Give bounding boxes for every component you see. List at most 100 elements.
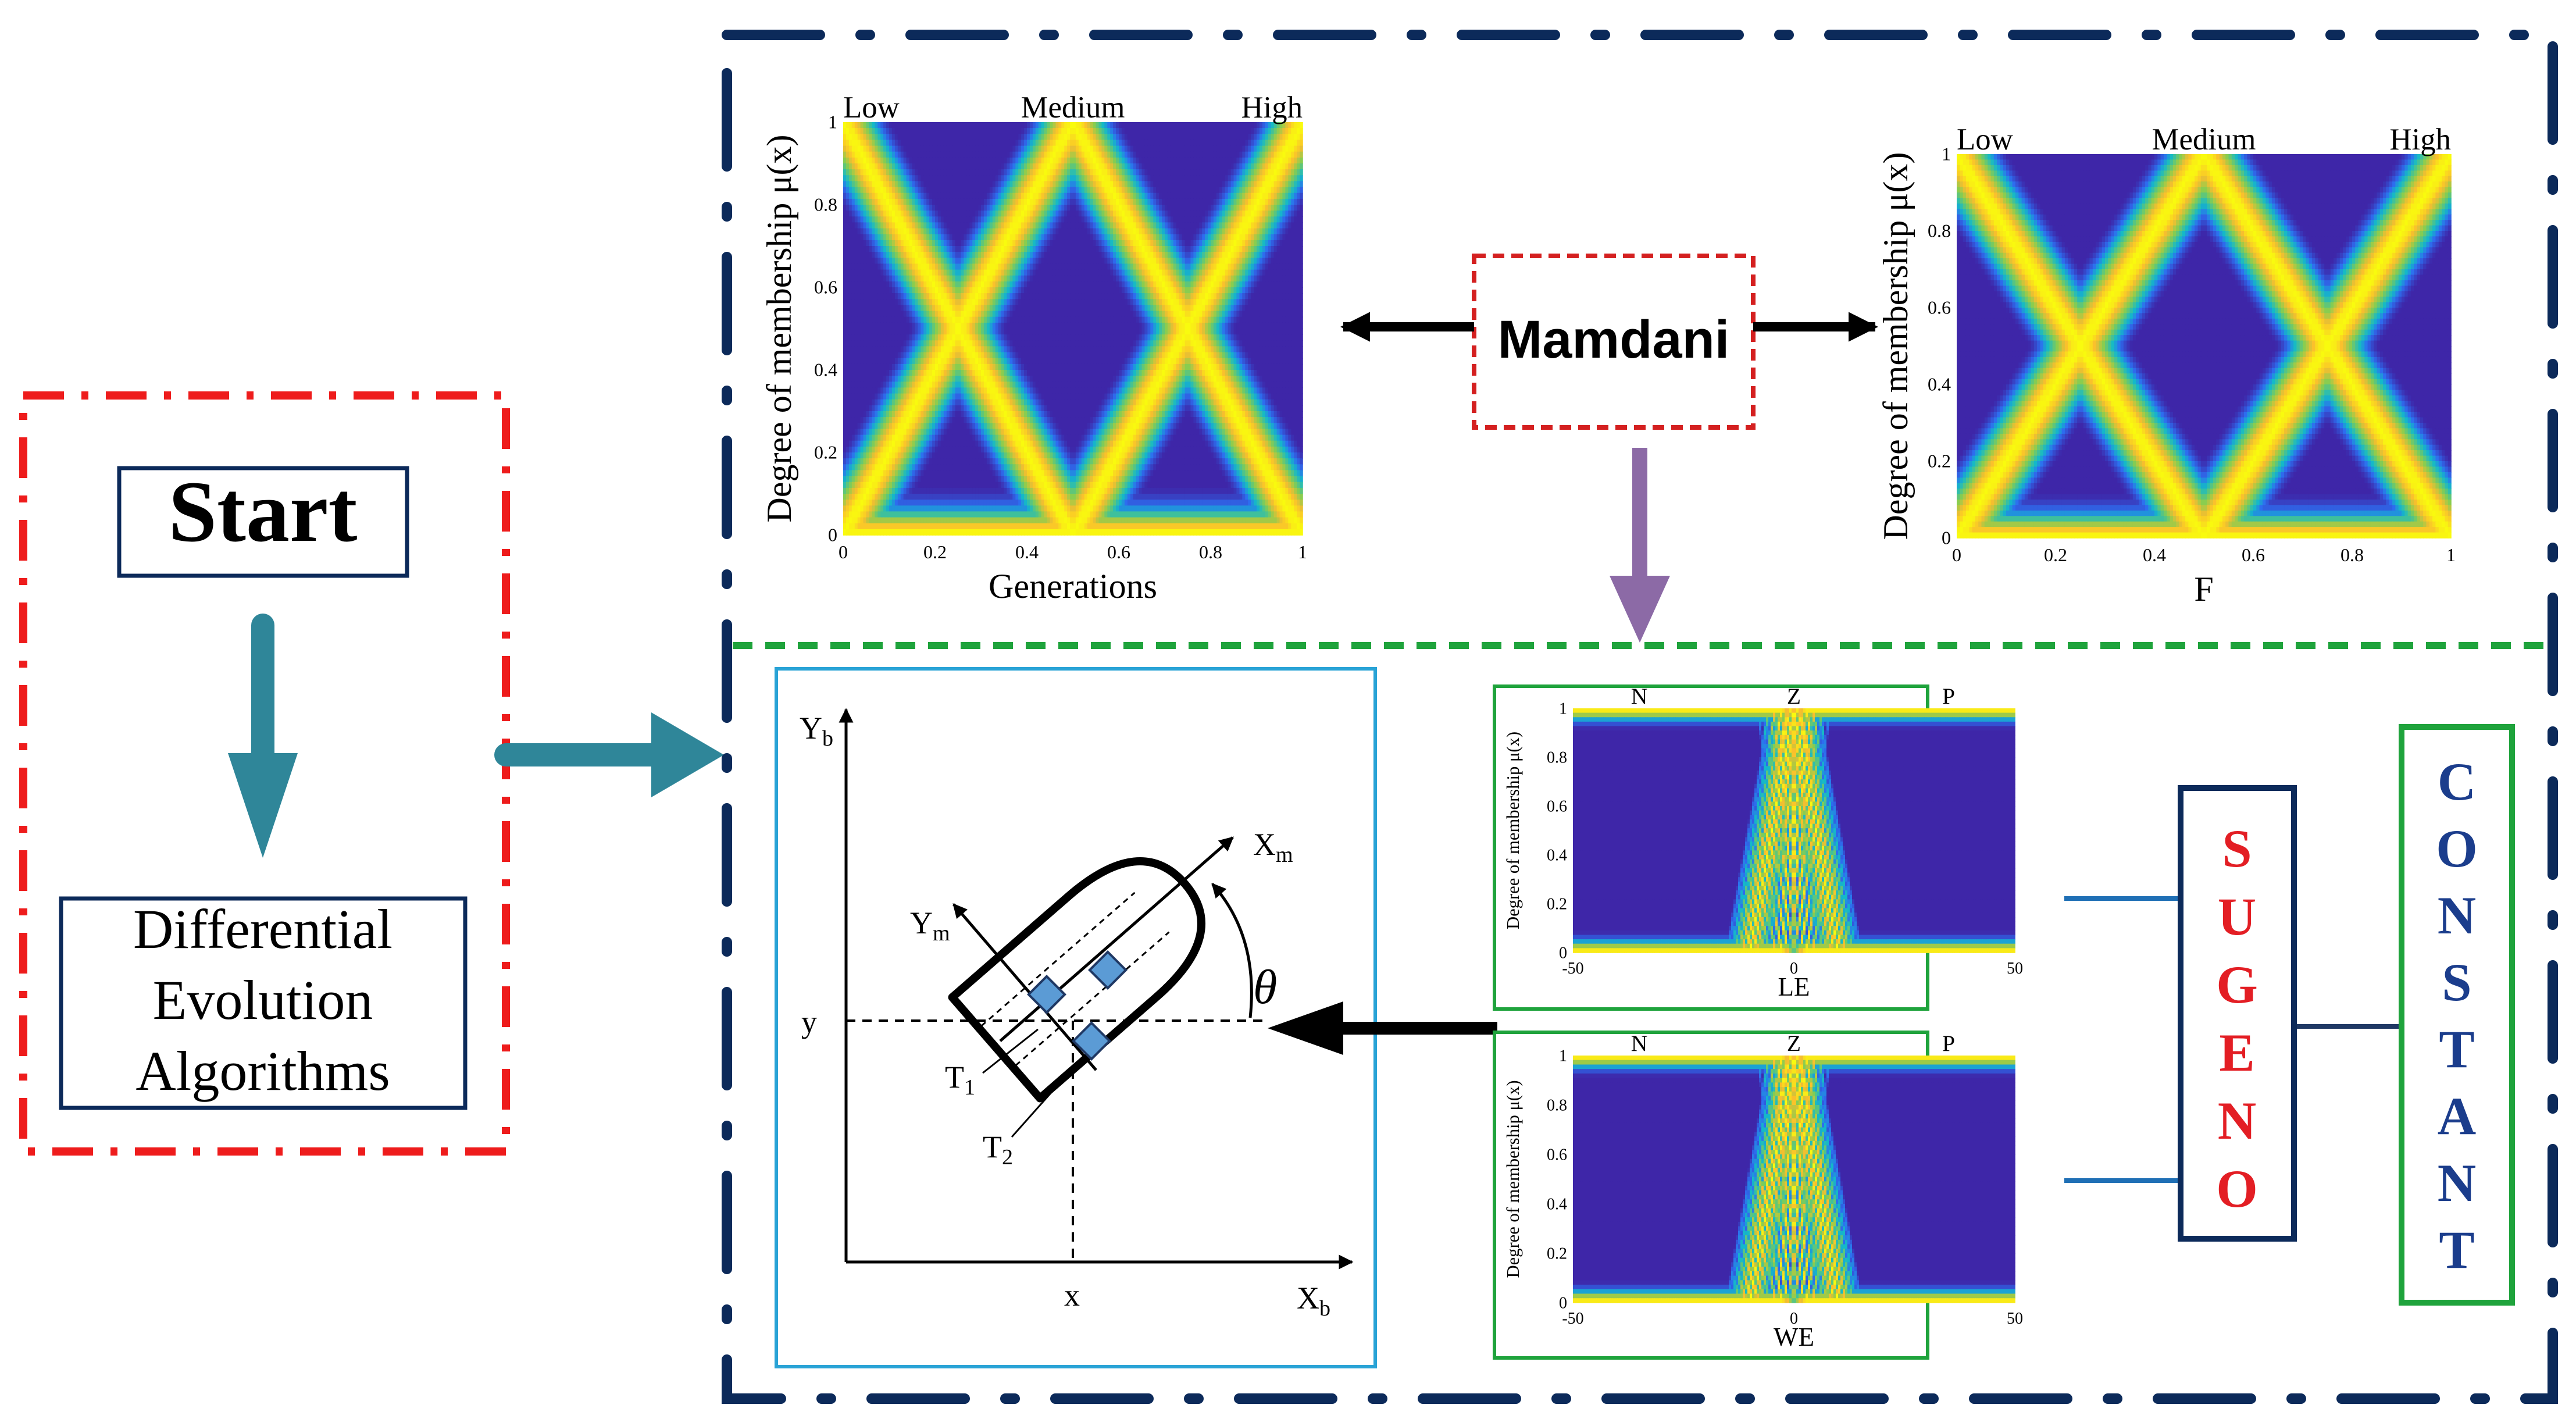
- heatmap-cell: [1259, 134, 1263, 141]
- heatmap-cell: [1208, 145, 1211, 152]
- heatmap-cell: [1219, 211, 1223, 217]
- heatmap-cell: [1116, 169, 1119, 176]
- heatmap-cell: [872, 151, 876, 158]
- heatmap-cell: [949, 145, 953, 152]
- heatmap-cell: [854, 169, 858, 176]
- heatmap-cell: [872, 234, 876, 241]
- heatmap-cell: [845, 305, 850, 312]
- heatmap-cell: [1219, 228, 1223, 235]
- heatmap-cell: [1133, 211, 1137, 217]
- heatmap-cell: [1233, 211, 1237, 217]
- heatmap-cell: [946, 258, 950, 265]
- heatmap-cell: [1012, 157, 1016, 164]
- heatmap-cell: [1139, 252, 1143, 258]
- heatmap-cell: [1205, 287, 1208, 294]
- heatmap-cell: [935, 181, 939, 188]
- heatmap-cell: [1182, 181, 1186, 188]
- heatmap-cell: [989, 187, 993, 194]
- heatmap-cell: [981, 122, 984, 129]
- heatmap-cell: [1265, 192, 1269, 199]
- heatmap-cell: [937, 198, 941, 205]
- heatmap-cell: [964, 205, 968, 211]
- heatmap-cell: [1038, 293, 1042, 300]
- heatmap-cell: [995, 140, 999, 147]
- heatmap-cell: [886, 293, 890, 300]
- heatmap-cell: [860, 234, 864, 241]
- heatmap-cell: [1004, 211, 1008, 217]
- heatmap-cell: [891, 122, 895, 129]
- heatmap-cell: [1182, 205, 1186, 211]
- heatmap-cell: [1130, 157, 1134, 164]
- heatmap-cell: [1262, 198, 1266, 205]
- heatmap-cell: [863, 258, 867, 265]
- heatmap-cell: [1141, 234, 1146, 241]
- heatmap-cell: [926, 198, 930, 205]
- heatmap-cell: [1193, 222, 1197, 229]
- heatmap-cell: [1219, 252, 1223, 258]
- heatmap-cell: [1156, 275, 1159, 282]
- heatmap-cell: [935, 299, 939, 306]
- heatmap-cell: [909, 263, 913, 270]
- heatmap-cell: [875, 216, 878, 223]
- heatmap-cell: [1262, 169, 1266, 176]
- heatmap-cell: [875, 252, 878, 258]
- heatmap-cell: [915, 192, 919, 199]
- heatmap-cell: [1248, 234, 1251, 241]
- heatmap-cell: [1124, 216, 1128, 223]
- heatmap-cell: [1205, 134, 1208, 141]
- heatmap-cell: [1018, 246, 1022, 252]
- heatmap-cell: [1041, 299, 1045, 306]
- heatmap-cell: [1136, 205, 1140, 211]
- heatmap-cell: [918, 305, 922, 312]
- heatmap-cell: [909, 287, 913, 294]
- heatmap-cell: [1239, 222, 1243, 229]
- heatmap-cell: [1156, 258, 1159, 265]
- heatmap-cell: [964, 211, 968, 217]
- heatmap-cell: [981, 275, 984, 282]
- heatmap-cell: [1225, 175, 1229, 182]
- heatmap-cell: [1121, 134, 1125, 141]
- heatmap-cell: [1110, 211, 1114, 217]
- heatmap-cell: [1136, 240, 1140, 247]
- heatmap-cell: [1009, 145, 1014, 152]
- heatmap-cell: [894, 216, 898, 223]
- heatmap-cell: [1193, 122, 1197, 129]
- heatmap-cell: [955, 145, 959, 152]
- heatmap-cell: [1119, 122, 1122, 129]
- heatmap-cell: [877, 211, 881, 217]
- heatmap-cell: [969, 157, 973, 164]
- heatmap-cell: [866, 145, 870, 152]
- heatmap-cell: [1098, 252, 1103, 258]
- heatmap-cell: [1075, 187, 1079, 194]
- heatmap-cell: [1130, 151, 1134, 158]
- heatmap-cell: [1159, 281, 1162, 288]
- heatmap-cell: [1159, 263, 1162, 270]
- heatmap-cell: [1297, 252, 1300, 258]
- heatmap-cell: [1075, 205, 1079, 211]
- heatmap-cell: [1133, 128, 1137, 134]
- heatmap-cell: [1093, 205, 1097, 211]
- heatmap-cell: [1055, 163, 1059, 170]
- heatmap-cell: [1251, 211, 1254, 217]
- heatmap-cell: [1153, 246, 1157, 252]
- heatmap-cell: [1248, 163, 1251, 170]
- heatmap-cell: [1136, 151, 1140, 158]
- heatmap-cell: [949, 211, 953, 217]
- heatmap-cell: [955, 157, 959, 164]
- heatmap-cell: [1219, 216, 1223, 223]
- heatmap-cell: [1047, 252, 1051, 258]
- heatmap-cell: [854, 216, 858, 223]
- heatmap-cell: [1285, 234, 1289, 241]
- heatmap-cell: [1113, 122, 1116, 129]
- heatmap-cell: [1098, 216, 1103, 223]
- heatmap-cell: [1300, 134, 1303, 141]
- heatmap-cell: [1271, 187, 1275, 194]
- heatmap-cell: [1288, 128, 1291, 134]
- heatmap-cell: [848, 222, 852, 229]
- heatmap-cell: [889, 258, 893, 265]
- heatmap-cell: [1182, 128, 1186, 134]
- heatmap-cell: [1064, 181, 1068, 188]
- heatmap-cell: [1173, 234, 1177, 241]
- heatmap-cell: [986, 163, 990, 170]
- heatmap-cell: [1009, 192, 1014, 199]
